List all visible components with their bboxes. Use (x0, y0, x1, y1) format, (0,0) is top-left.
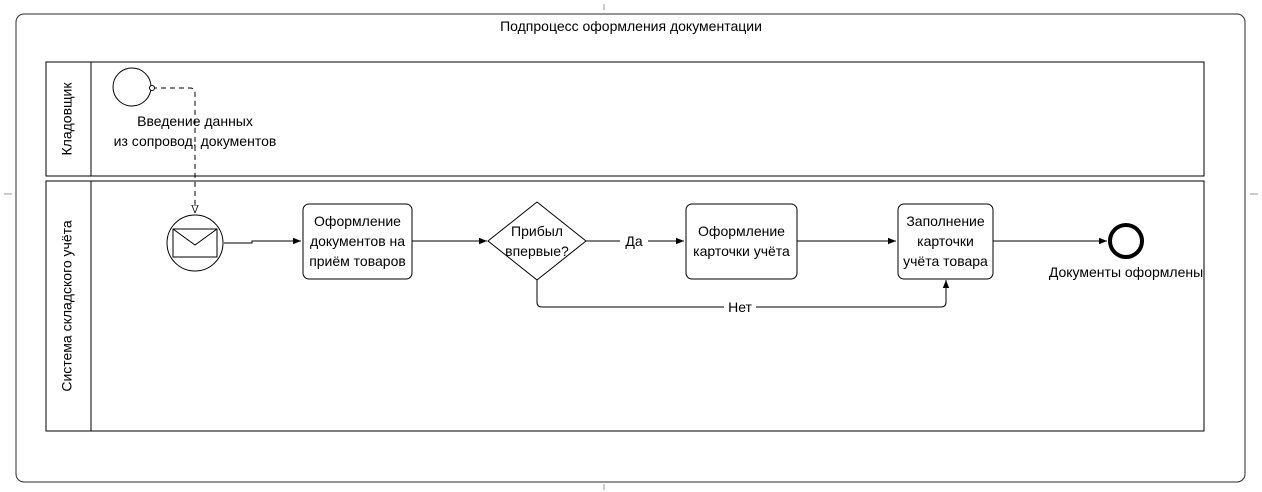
lane-storekeeper (45, 61, 1205, 177)
start-event-label-line2: из сопровод. документов (113, 133, 277, 149)
task-receipt-documents-line3: приём товаров (309, 253, 406, 269)
envelope-icon (172, 228, 218, 258)
task-account-card-line2: карточки учёта (693, 243, 790, 259)
task-fill-card-line1: Заполнение (906, 213, 985, 229)
start-event-label: Введение данных из сопровод. документов (95, 111, 295, 151)
task-account-card-line1: Оформление (698, 223, 785, 239)
task-account-card-label: Оформление карточки учёта (686, 221, 797, 261)
message-flow (152, 87, 195, 213)
task-fill-card-line3: учёта товара (903, 253, 988, 269)
task-receipt-documents-line1: Оформление (314, 213, 401, 229)
gateway-label-line2: впервые? (505, 243, 569, 259)
end-event-label: Документы оформлены (1048, 264, 1204, 280)
task-receipt-documents-line2: документов на (309, 233, 406, 249)
no-flow-label: Нет (724, 297, 756, 317)
start-event-label-line1: Введение данных (137, 113, 253, 129)
yes-flow-label: Да (620, 231, 648, 251)
end-event[interactable] (1108, 223, 1144, 259)
lane-storekeeper-label: Кладовщик (59, 82, 75, 156)
task-receipt-documents-label: Оформление документов на приём товаров (303, 211, 412, 271)
lane-warehouse-system (45, 180, 1205, 432)
message-flow-source-dot (149, 85, 155, 91)
lane-warehouse-system-label: Система складского учёта (59, 220, 75, 392)
gateway-label-line1: Прибыл (511, 223, 563, 239)
pool-title: Подпроцесс оформления документации (500, 18, 762, 34)
gateway-label: Прибыл впервые? (488, 221, 586, 261)
task-fill-card-line2: карточки (917, 233, 974, 249)
sequence-flow-msg-to-task1 (224, 237, 301, 245)
task-fill-card-label: Заполнение карточки учёта товара (898, 211, 993, 271)
start-event[interactable] (112, 67, 152, 107)
